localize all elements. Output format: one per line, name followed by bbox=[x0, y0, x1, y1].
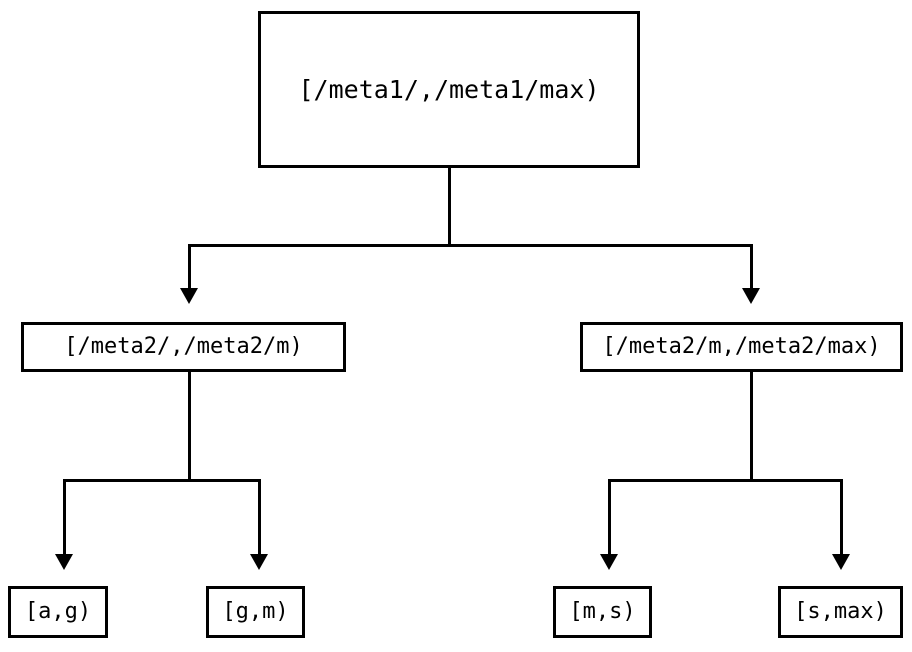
node-level2-right[interactable]: [/meta2/m,/meta2/max) bbox=[580, 322, 903, 372]
connector-root-stem bbox=[448, 168, 451, 247]
node-level2-left-label: [/meta2/,/meta2/m) bbox=[64, 334, 303, 359]
arrowhead-l2-right-to-leaf-smax bbox=[832, 554, 850, 570]
node-root[interactable]: [/meta1/,/meta1/max) bbox=[258, 11, 640, 168]
node-leaf-a-g[interactable]: [a,g) bbox=[8, 586, 108, 638]
arrowhead-l2-left-to-leaf-ag bbox=[55, 554, 73, 570]
connector-l2-left-to-leaf-gm bbox=[258, 479, 261, 556]
node-leaf-m-s[interactable]: [m,s) bbox=[553, 586, 652, 638]
connector-l2-left-bar bbox=[63, 479, 261, 482]
node-root-label: [/meta1/,/meta1/max) bbox=[298, 75, 600, 104]
node-leaf-m-s-label: [m,s) bbox=[569, 599, 636, 624]
connector-l2-left-stem bbox=[188, 372, 191, 482]
arrowhead-root-to-l2-left bbox=[180, 288, 198, 304]
connector-l2-right-to-leaf-smax bbox=[840, 479, 843, 556]
connector-l2-left-to-leaf-ag bbox=[63, 479, 66, 556]
connector-l2-right-to-leaf-ms bbox=[608, 479, 611, 556]
connector-l2-right-bar bbox=[608, 479, 843, 482]
arrowhead-l2-left-to-leaf-gm bbox=[250, 554, 268, 570]
arrowhead-l2-right-to-leaf-ms bbox=[600, 554, 618, 570]
arrowhead-root-to-l2-right bbox=[742, 288, 760, 304]
node-leaf-g-m-label: [g,m) bbox=[222, 599, 289, 624]
connector-root-to-l2-left bbox=[188, 244, 191, 290]
node-leaf-s-max-label: [s,max) bbox=[794, 599, 887, 624]
node-leaf-g-m[interactable]: [g,m) bbox=[206, 586, 305, 638]
connector-root-bar bbox=[188, 244, 753, 247]
node-level2-right-label: [/meta2/m,/meta2/max) bbox=[602, 334, 881, 359]
connector-root-to-l2-right bbox=[750, 244, 753, 290]
node-leaf-a-g-label: [a,g) bbox=[24, 599, 92, 624]
node-leaf-s-max[interactable]: [s,max) bbox=[778, 586, 903, 638]
node-level2-left[interactable]: [/meta2/,/meta2/m) bbox=[21, 322, 346, 372]
connector-l2-right-stem bbox=[750, 372, 753, 482]
